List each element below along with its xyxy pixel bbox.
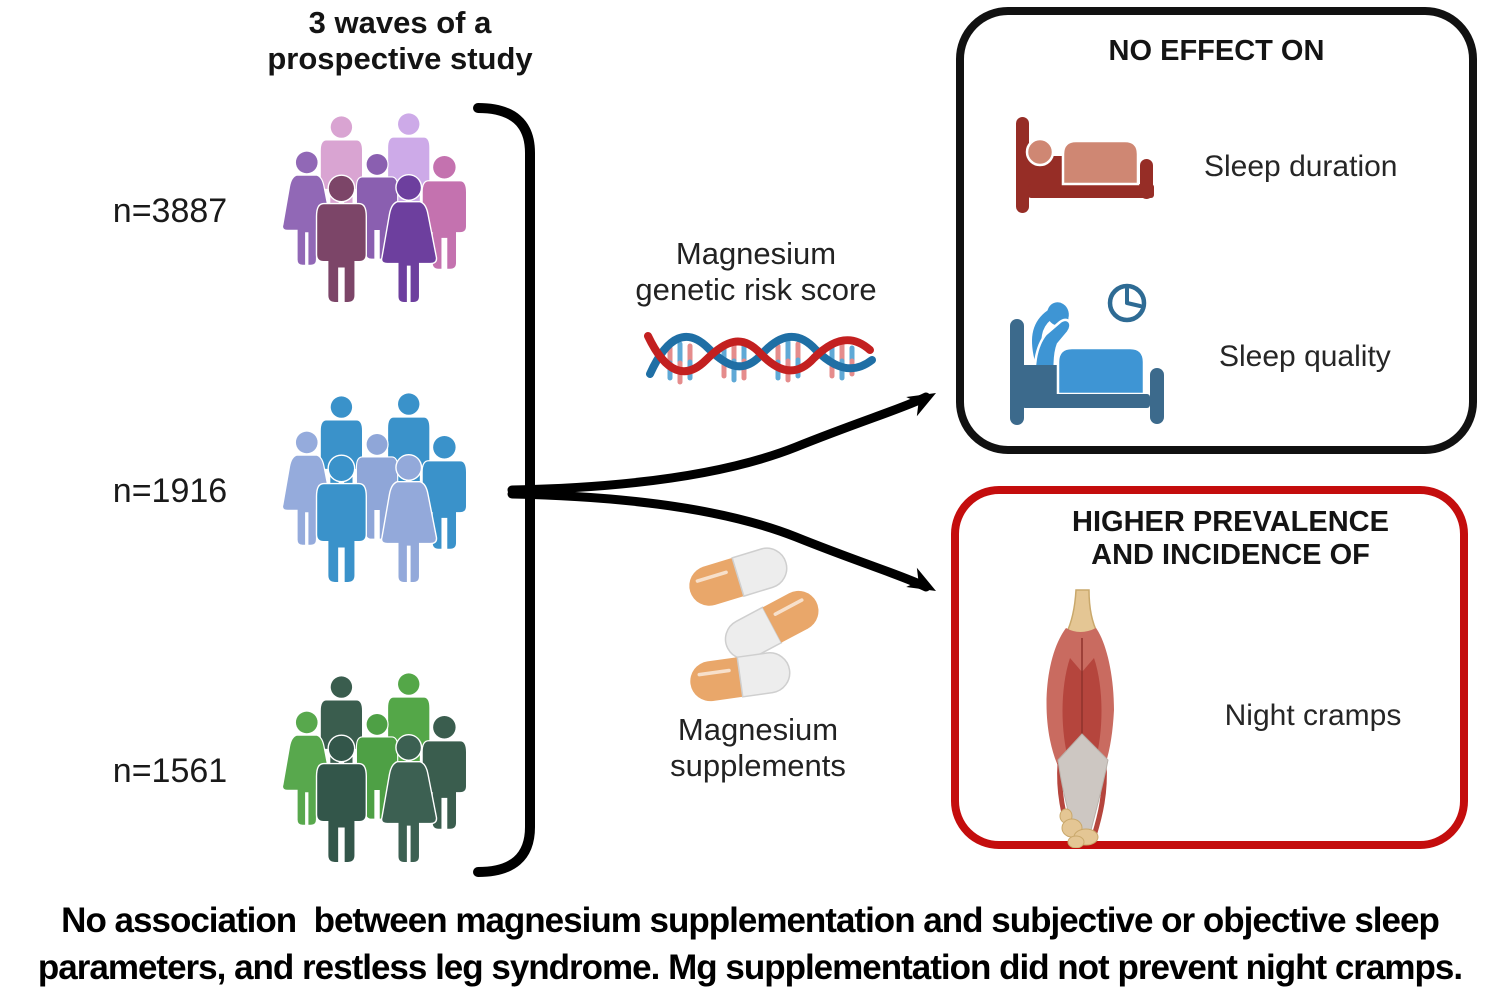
cohort-size-label: n=3887 (112, 192, 228, 230)
sleep-duration-label: Sleep duration (1204, 150, 1398, 183)
bed-restless-clock-icon (1010, 283, 1164, 425)
clock-icon (1107, 283, 1147, 323)
knee-bone (1064, 589, 1100, 635)
pills-icon (689, 547, 819, 702)
restless-sleeper (1029, 299, 1072, 397)
bed-sleeper-icon (1016, 117, 1154, 213)
blanket (1056, 346, 1146, 396)
blanket (1061, 139, 1140, 186)
supplements-label: Magnesium supplements (670, 712, 846, 784)
conclusion-line-1: No association between magnesium supplem… (61, 901, 1440, 940)
flow-overlay (473, 103, 936, 877)
population-crowd-icon (283, 112, 468, 304)
no-effect-title: NO EFFECT ON (1108, 35, 1325, 67)
arrow-to-higher (507, 489, 931, 592)
sleep-quality-label: Sleep quality (1219, 340, 1391, 373)
sleeper-head (1025, 137, 1055, 167)
dna-icon (644, 332, 876, 385)
arrow-to-no-effect (507, 392, 931, 495)
dna-strand-red (644, 332, 874, 376)
higher-prevalence-box: HIGHER PREVALENCE AND INCIDENCE OF Night… (951, 486, 1468, 849)
arrowhead-icon (906, 567, 936, 591)
population-crowd-icon (283, 392, 468, 584)
capsule-icon (689, 547, 788, 606)
population-crowd-icon (283, 672, 468, 864)
calf-muscle-icon (1046, 589, 1114, 848)
night-cramps-label: Night cramps (1224, 699, 1402, 732)
conclusion-caption: No association between magnesium supplem… (0, 898, 1500, 991)
study-title: 3 waves of a prospective study (267, 5, 533, 76)
cohort-size-label: n=1916 (112, 472, 228, 510)
capsule-icon (690, 652, 791, 702)
no-effect-box: NO EFFECT ON Sleep duration (956, 7, 1477, 454)
genetic-risk-score-label: Magnesium genetic risk score (635, 236, 877, 308)
arrowhead-icon (906, 393, 936, 417)
conclusion-line-2: parameters, and restless leg syndrome. M… (37, 947, 1463, 987)
higher-prevalence-title: HIGHER PREVALENCE AND INCIDENCE OF (1072, 506, 1389, 572)
heel-bones (1059, 808, 1099, 848)
cohort-size-label: n=1561 (112, 752, 228, 790)
